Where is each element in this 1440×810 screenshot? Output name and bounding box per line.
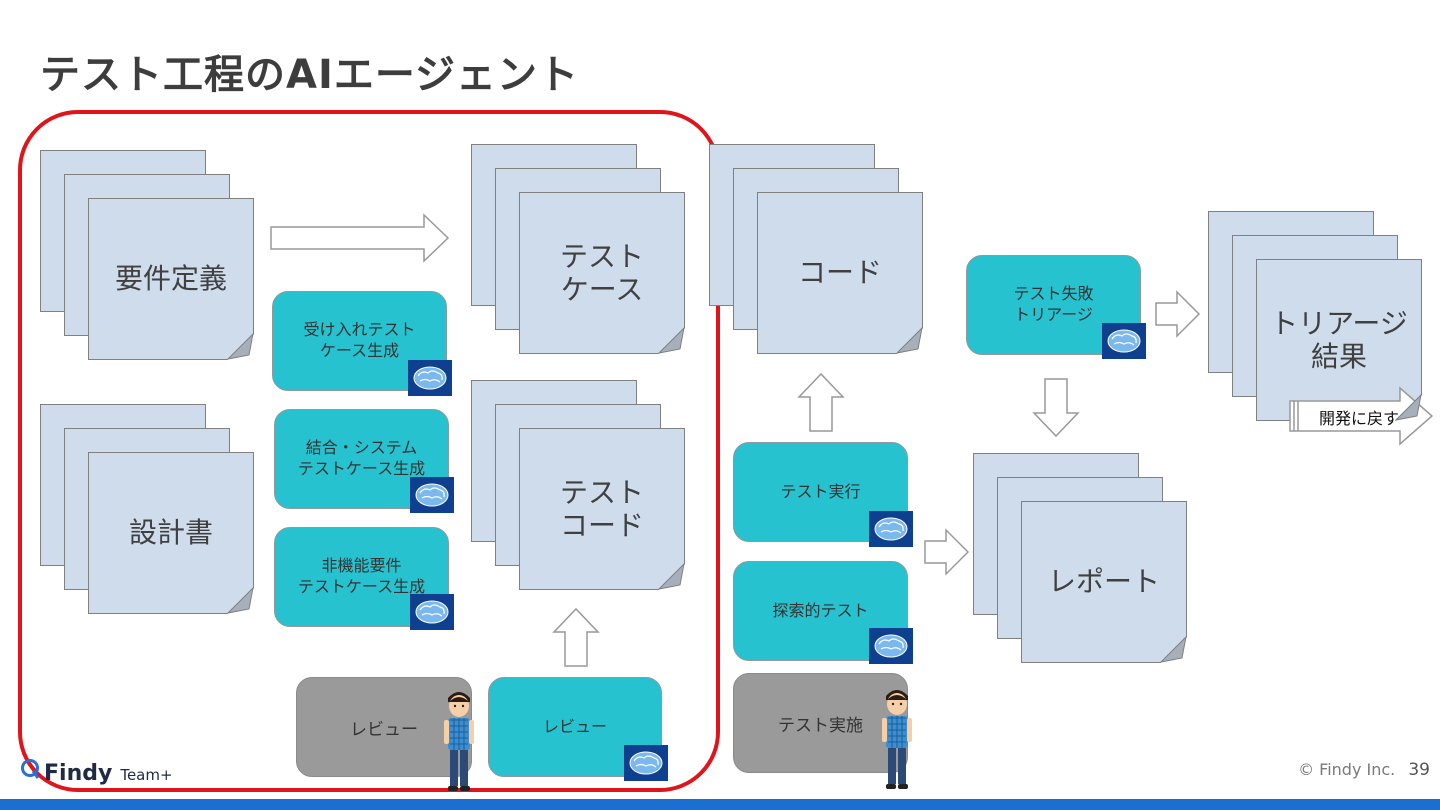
- logo-text: Findy: [44, 761, 113, 786]
- doc-test-code: テスト コード: [519, 428, 685, 590]
- doc-code: コード: [757, 192, 923, 354]
- person-icon: [879, 686, 915, 790]
- brain-icon: [1102, 323, 1146, 359]
- brain-icon: [869, 511, 913, 547]
- page-fold: [896, 327, 923, 354]
- agent-failure-triage: テスト失敗 トリアージ: [966, 255, 1141, 355]
- doc-report: レポート: [1021, 501, 1187, 663]
- logo-mark-icon: [21, 759, 40, 779]
- page-fold: [658, 563, 685, 590]
- copyright: © Findy Inc.: [1298, 760, 1396, 779]
- page-fold: [658, 327, 685, 354]
- human-test-exec: テスト実施: [733, 673, 908, 773]
- page-fold: [227, 587, 254, 614]
- back-to-dev-label: 開発に戻す: [1318, 409, 1399, 428]
- human-review: レビュー: [296, 677, 472, 777]
- page-number: 39: [1408, 760, 1430, 780]
- highlight-frame: [18, 110, 720, 792]
- doc-triage-result: トリアージ 結果: [1256, 259, 1422, 421]
- arrow-up-icon: [797, 372, 845, 432]
- agent-acceptance-test: 受け入れテスト ケース生成: [272, 291, 447, 391]
- arrow-right-icon: [924, 528, 970, 576]
- page-title: テスト工程のAIエージェント: [40, 52, 580, 98]
- brain-icon: [410, 477, 454, 513]
- page-fold: [1160, 636, 1187, 663]
- findy-logo: Findy Team+: [20, 758, 173, 786]
- page-fold: [1395, 394, 1422, 421]
- arrow-right-icon: [270, 213, 450, 263]
- doc-requirements: 要件定義: [88, 198, 254, 360]
- back-to-dev-arrow: [1289, 386, 1434, 446]
- page-fold: [227, 333, 254, 360]
- brain-icon: [869, 628, 913, 664]
- arrow-right-icon: [1155, 290, 1201, 338]
- brain-icon: [408, 360, 452, 396]
- brain-icon: [410, 594, 454, 630]
- bottom-bar: [0, 799, 1440, 810]
- brain-icon: [624, 745, 668, 781]
- footer-copyright-wrap: © Findy Inc. 39: [1298, 760, 1430, 780]
- doc-design: 設計書: [88, 452, 254, 614]
- arrow-down-icon: [1032, 378, 1080, 438]
- doc-test-cases: テスト ケース: [519, 192, 685, 354]
- logo-subtext: Team+: [120, 766, 173, 784]
- arrow-up-icon: [552, 607, 600, 667]
- person-icon: [441, 688, 477, 792]
